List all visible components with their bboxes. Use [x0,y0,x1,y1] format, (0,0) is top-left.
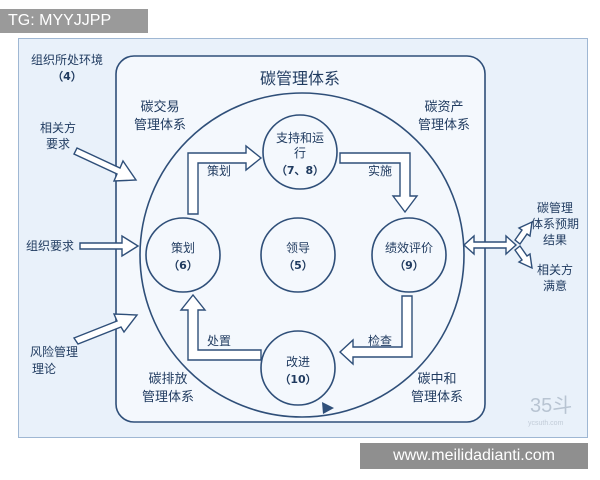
corner-top-right-line1: 碳资产 [424,100,463,115]
input-context-line1: 组织所处环境 [31,52,103,67]
node-eval-label: 绩效评价 [385,240,433,255]
input-risk-line1: 风险管理 [30,344,78,359]
cycle-arrowhead [322,402,334,414]
input-parties-line2: 要求 [46,137,70,151]
system-box [115,55,486,423]
node-improve-label: 改进 [286,355,310,369]
node-eval [371,217,447,293]
node-eval-num: （9） [394,259,424,272]
node-support-label-line1: 支持和运 [276,130,324,145]
website-watermark: www.meilidadianti.com [360,443,588,469]
arrow-org-req-input [79,234,140,258]
arrow-label-check: 检查 [368,333,392,348]
arrow-label-act: 处置 [207,334,231,348]
arrow-eval-to-improve [338,295,413,366]
corner-bottom-left-line2: 管理体系 [142,390,194,405]
tg-watermark: TG: MYYJJPP [0,9,148,33]
arrow-label-plan: 策划 [207,164,231,178]
arrow-support-to-eval [339,152,419,214]
arrow-eval-output [462,234,518,256]
corner-top-left-line2: 管理体系 [134,118,186,133]
node-leader [260,217,336,293]
watermark-logo: 35斗 [530,395,573,417]
node-plan-label: 策划 [171,241,195,255]
node-improve [260,330,336,406]
output-results-line3: 结果 [543,233,567,247]
output-results-line2: 体系预期 [531,217,579,231]
input-parties-line1: 相关方 [40,120,76,135]
corner-bottom-left-line1: 碳排放 [148,372,187,387]
input-context-line2: （4） [52,70,82,83]
arrow-output-satisfaction [514,244,533,270]
arrow-improve-to-plan [179,293,262,361]
arrow-risk-input [72,313,139,345]
output-satisfaction-line2: 满意 [543,278,567,293]
node-plan [145,217,221,293]
node-leader-label: 领导 [286,241,310,255]
node-support-num: （7、8） [276,164,324,177]
input-risk-line2: 理论 [32,362,56,376]
corner-top-left-line1: 碳交易 [140,99,179,115]
node-support [262,114,338,190]
output-results-line1: 碳管理 [537,200,573,215]
diagram-title: 碳管理体系 [260,69,340,88]
cycle-circle [139,92,465,418]
input-org-req: 组织要求 [26,239,74,253]
output-satisfaction-line1: 相关方 [537,262,573,277]
node-plan-num: （6） [168,259,198,272]
corner-bottom-right-line1: 碳中和 [417,372,456,387]
watermark-logo-sub: ycsuth.com [528,420,564,427]
corner-top-right-line2: 管理体系 [418,118,470,133]
node-improve-num: （10） [279,373,316,386]
arrow-label-implement: 实施 [368,163,392,178]
arrow-plan-to-support [187,144,263,215]
arrow-parties-input [73,147,138,182]
node-support-label-line2: 行 [294,146,306,160]
arrow-output-results [514,220,533,246]
node-leader-num: （5） [283,259,313,272]
corner-bottom-right-line2: 管理体系 [411,390,463,405]
